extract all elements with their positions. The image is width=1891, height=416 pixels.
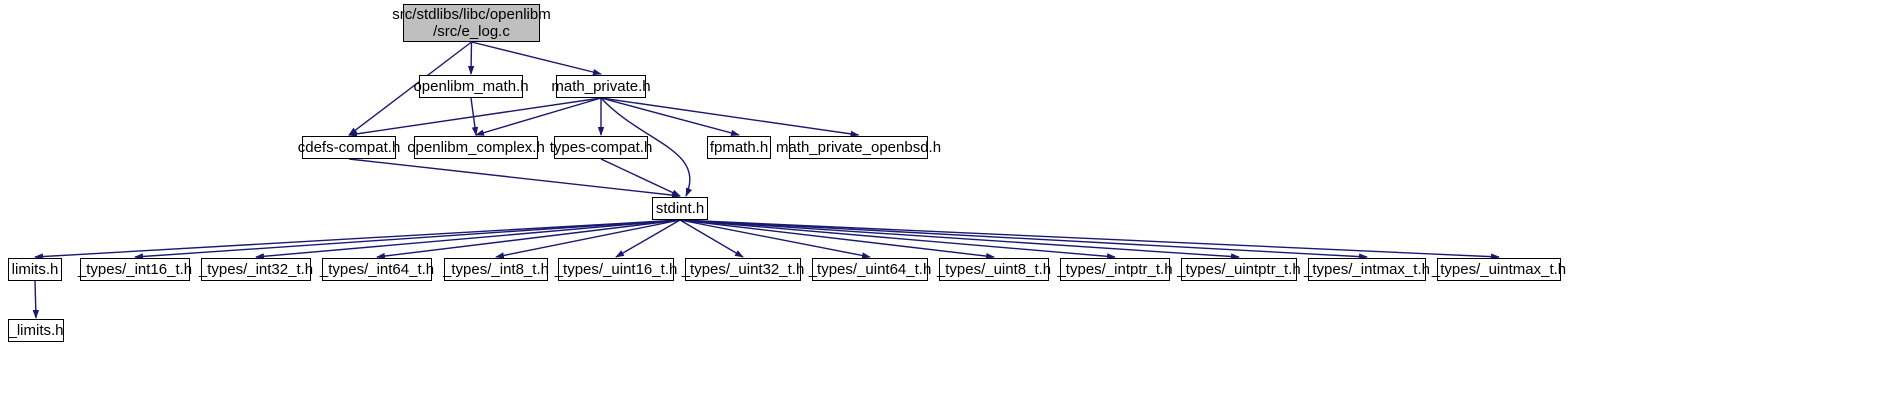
edge-stdint-to-int64 — [376, 219, 681, 260]
edge-stdint-to-uint8 — [679, 219, 995, 260]
edge-stdint-to-uintptr — [679, 219, 1240, 260]
edge-stdint-to-uint32 — [679, 219, 744, 258]
graph-node-math_private_openbsd[interactable]: math_private_openbsd.h — [776, 136, 941, 159]
graph-node-_limits[interactable]: _limits.h — [8, 319, 64, 342]
graph-node-fpmath[interactable]: fpmath.h — [707, 136, 771, 159]
edge-stdint-to-int32 — [255, 219, 681, 260]
graph-node-int32[interactable]: _types/_int32_t.h — [199, 258, 313, 281]
graph-node-limits[interactable]: limits.h — [8, 258, 62, 281]
edge-stdint-to-uint64 — [679, 219, 871, 259]
graph-node-types_compat[interactable]: types-compat.h — [550, 136, 652, 159]
edge-stdint-to-intptr — [679, 219, 1116, 260]
edge-root-to-openlibm_math — [467, 41, 475, 75]
edge-cdefs_compat-to-stdint — [348, 158, 681, 199]
graph-node-cdefs_compat[interactable]: cdefs-compat.h — [298, 136, 400, 159]
edge-math_private-to-openlibm_complex — [475, 97, 602, 136]
graph-node-intptr[interactable]: _types/_intptr_t.h — [1057, 258, 1173, 281]
edge-stdint-to-uint16 — [615, 219, 681, 258]
graph-node-uintptr[interactable]: _types/_uintptr_t.h — [1177, 258, 1301, 281]
graph-node-math_private[interactable]: math_private.h — [551, 75, 651, 98]
edge-stdint-to-uintmax — [679, 219, 1500, 260]
graph-node-int64[interactable]: _types/_int64_t.h — [320, 258, 434, 281]
edge-openlibm_math-to-openlibm_complex — [470, 97, 479, 136]
edge-root-to-math_private — [471, 41, 602, 76]
edge-stdint-to-int8 — [495, 219, 681, 259]
graph-node-uint8[interactable]: _types/_uint8_t.h — [937, 258, 1051, 281]
graph-node-stdint[interactable]: stdint.h — [652, 197, 708, 220]
graph-node-uint16[interactable]: _types/_uint16_t.h — [555, 258, 677, 281]
graph-node-uint64[interactable]: _types/_uint64_t.h — [809, 258, 931, 281]
graph-node-intmax[interactable]: _types/_intmax_t.h — [1304, 258, 1430, 281]
edge-stdint-to-int16 — [134, 219, 681, 260]
edge-limits-to-_limits — [32, 280, 39, 319]
edge-math_private-to-math_private_openbsd — [600, 97, 860, 138]
graph-node-int8[interactable]: _types/_int8_t.h — [443, 258, 549, 281]
edge-stdint-to-limits — [34, 219, 681, 260]
graph-node-openlibm_math[interactable]: openlibm_math.h — [413, 75, 529, 98]
graph-node-root[interactable]: src/stdlibs/libc/openlibm /src/e_log.c — [392, 4, 551, 42]
graph-node-int16[interactable]: _types/_int16_t.h — [78, 258, 192, 281]
edge-stdint-to-intmax — [679, 219, 1368, 260]
edge-math_private-to-cdefs_compat — [348, 97, 602, 138]
edge-math_private-to-fpmath — [600, 97, 740, 137]
graph-node-openlibm_complex[interactable]: openlibm_complex.h — [407, 136, 545, 159]
edge-types_compat-to-stdint — [600, 158, 681, 197]
graph-node-uintmax[interactable]: _types/_uintmax_t.h — [1432, 258, 1566, 281]
graph-node-uint32[interactable]: _types/_uint32_t.h — [682, 258, 804, 281]
